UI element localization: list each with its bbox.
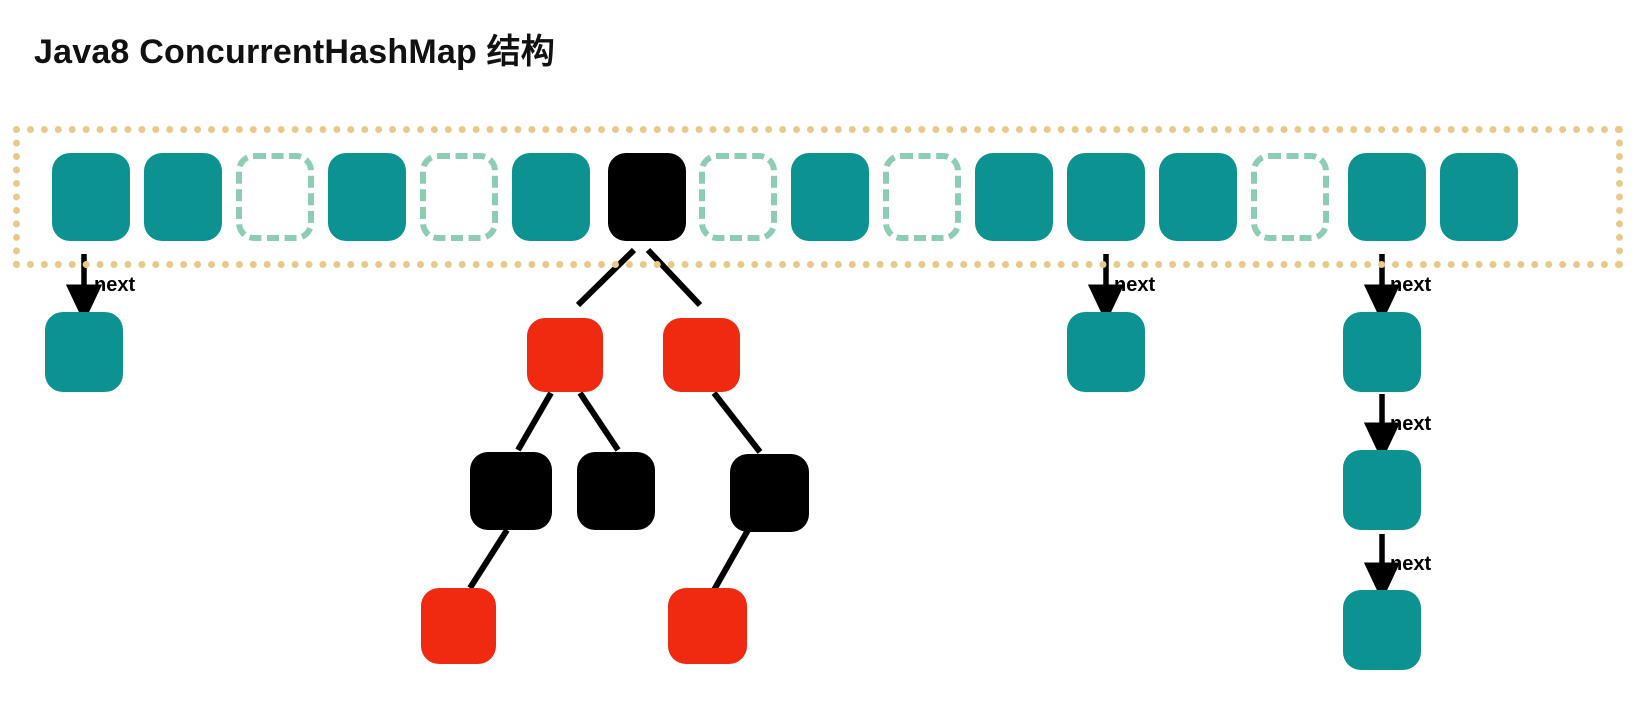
tree-edge-ll-to-lll <box>467 528 510 590</box>
tree-node-black-left-left[interactable] <box>470 452 552 530</box>
array-cell-11[interactable] <box>1067 153 1145 241</box>
chain-node-bucket-14-1[interactable] <box>1343 312 1421 392</box>
chain-node-bucket-0-1[interactable] <box>45 312 123 392</box>
array-cell-2[interactable] <box>236 153 314 241</box>
tree-node-black-right-right[interactable] <box>730 454 809 532</box>
array-cell-9[interactable] <box>883 153 961 241</box>
array-cell-14[interactable] <box>1348 153 1426 241</box>
array-cell-1[interactable] <box>144 153 222 241</box>
page-title: Java8 ConcurrentHashMap 结构 <box>34 33 556 71</box>
tree-edge-r-to-rr <box>711 391 763 454</box>
array-cell-15[interactable] <box>1440 153 1518 241</box>
array-cell-7[interactable] <box>699 153 777 241</box>
tree-node-red-leaf-right[interactable] <box>668 588 747 664</box>
tree-node-black-left-right[interactable] <box>577 452 655 530</box>
next-label-bucket-14-2: next <box>1390 413 1432 435</box>
chain-node-bucket-11-1[interactable] <box>1067 312 1145 392</box>
array-cell-10[interactable] <box>975 153 1053 241</box>
array-cell-8[interactable] <box>791 153 869 241</box>
next-label-bucket-14-1: next <box>1390 274 1432 296</box>
tree-edge-rr-to-rrl <box>711 528 751 592</box>
array-cell-6[interactable] <box>608 153 686 241</box>
hash-table-array <box>13 126 1623 268</box>
array-cell-13[interactable] <box>1251 153 1329 241</box>
next-label-bucket-14-3: next <box>1390 553 1432 575</box>
tree-node-red-leaf-left[interactable] <box>421 588 496 664</box>
array-cell-4[interactable] <box>420 153 498 241</box>
chain-node-bucket-14-3[interactable] <box>1343 590 1421 670</box>
array-cell-12[interactable] <box>1159 153 1237 241</box>
array-cell-3[interactable] <box>328 153 406 241</box>
next-label-bucket-11: next <box>1114 274 1156 296</box>
array-cell-5[interactable] <box>512 153 590 241</box>
next-label-bucket-0: next <box>94 274 136 296</box>
tree-node-red-root-left[interactable] <box>527 318 603 392</box>
tree-edge-l-to-ll <box>515 391 554 452</box>
tree-edge-l-to-lr <box>577 391 621 452</box>
chain-node-bucket-14-2[interactable] <box>1343 450 1421 530</box>
tree-node-red-root-right[interactable] <box>663 318 740 392</box>
array-cell-0[interactable] <box>52 153 130 241</box>
